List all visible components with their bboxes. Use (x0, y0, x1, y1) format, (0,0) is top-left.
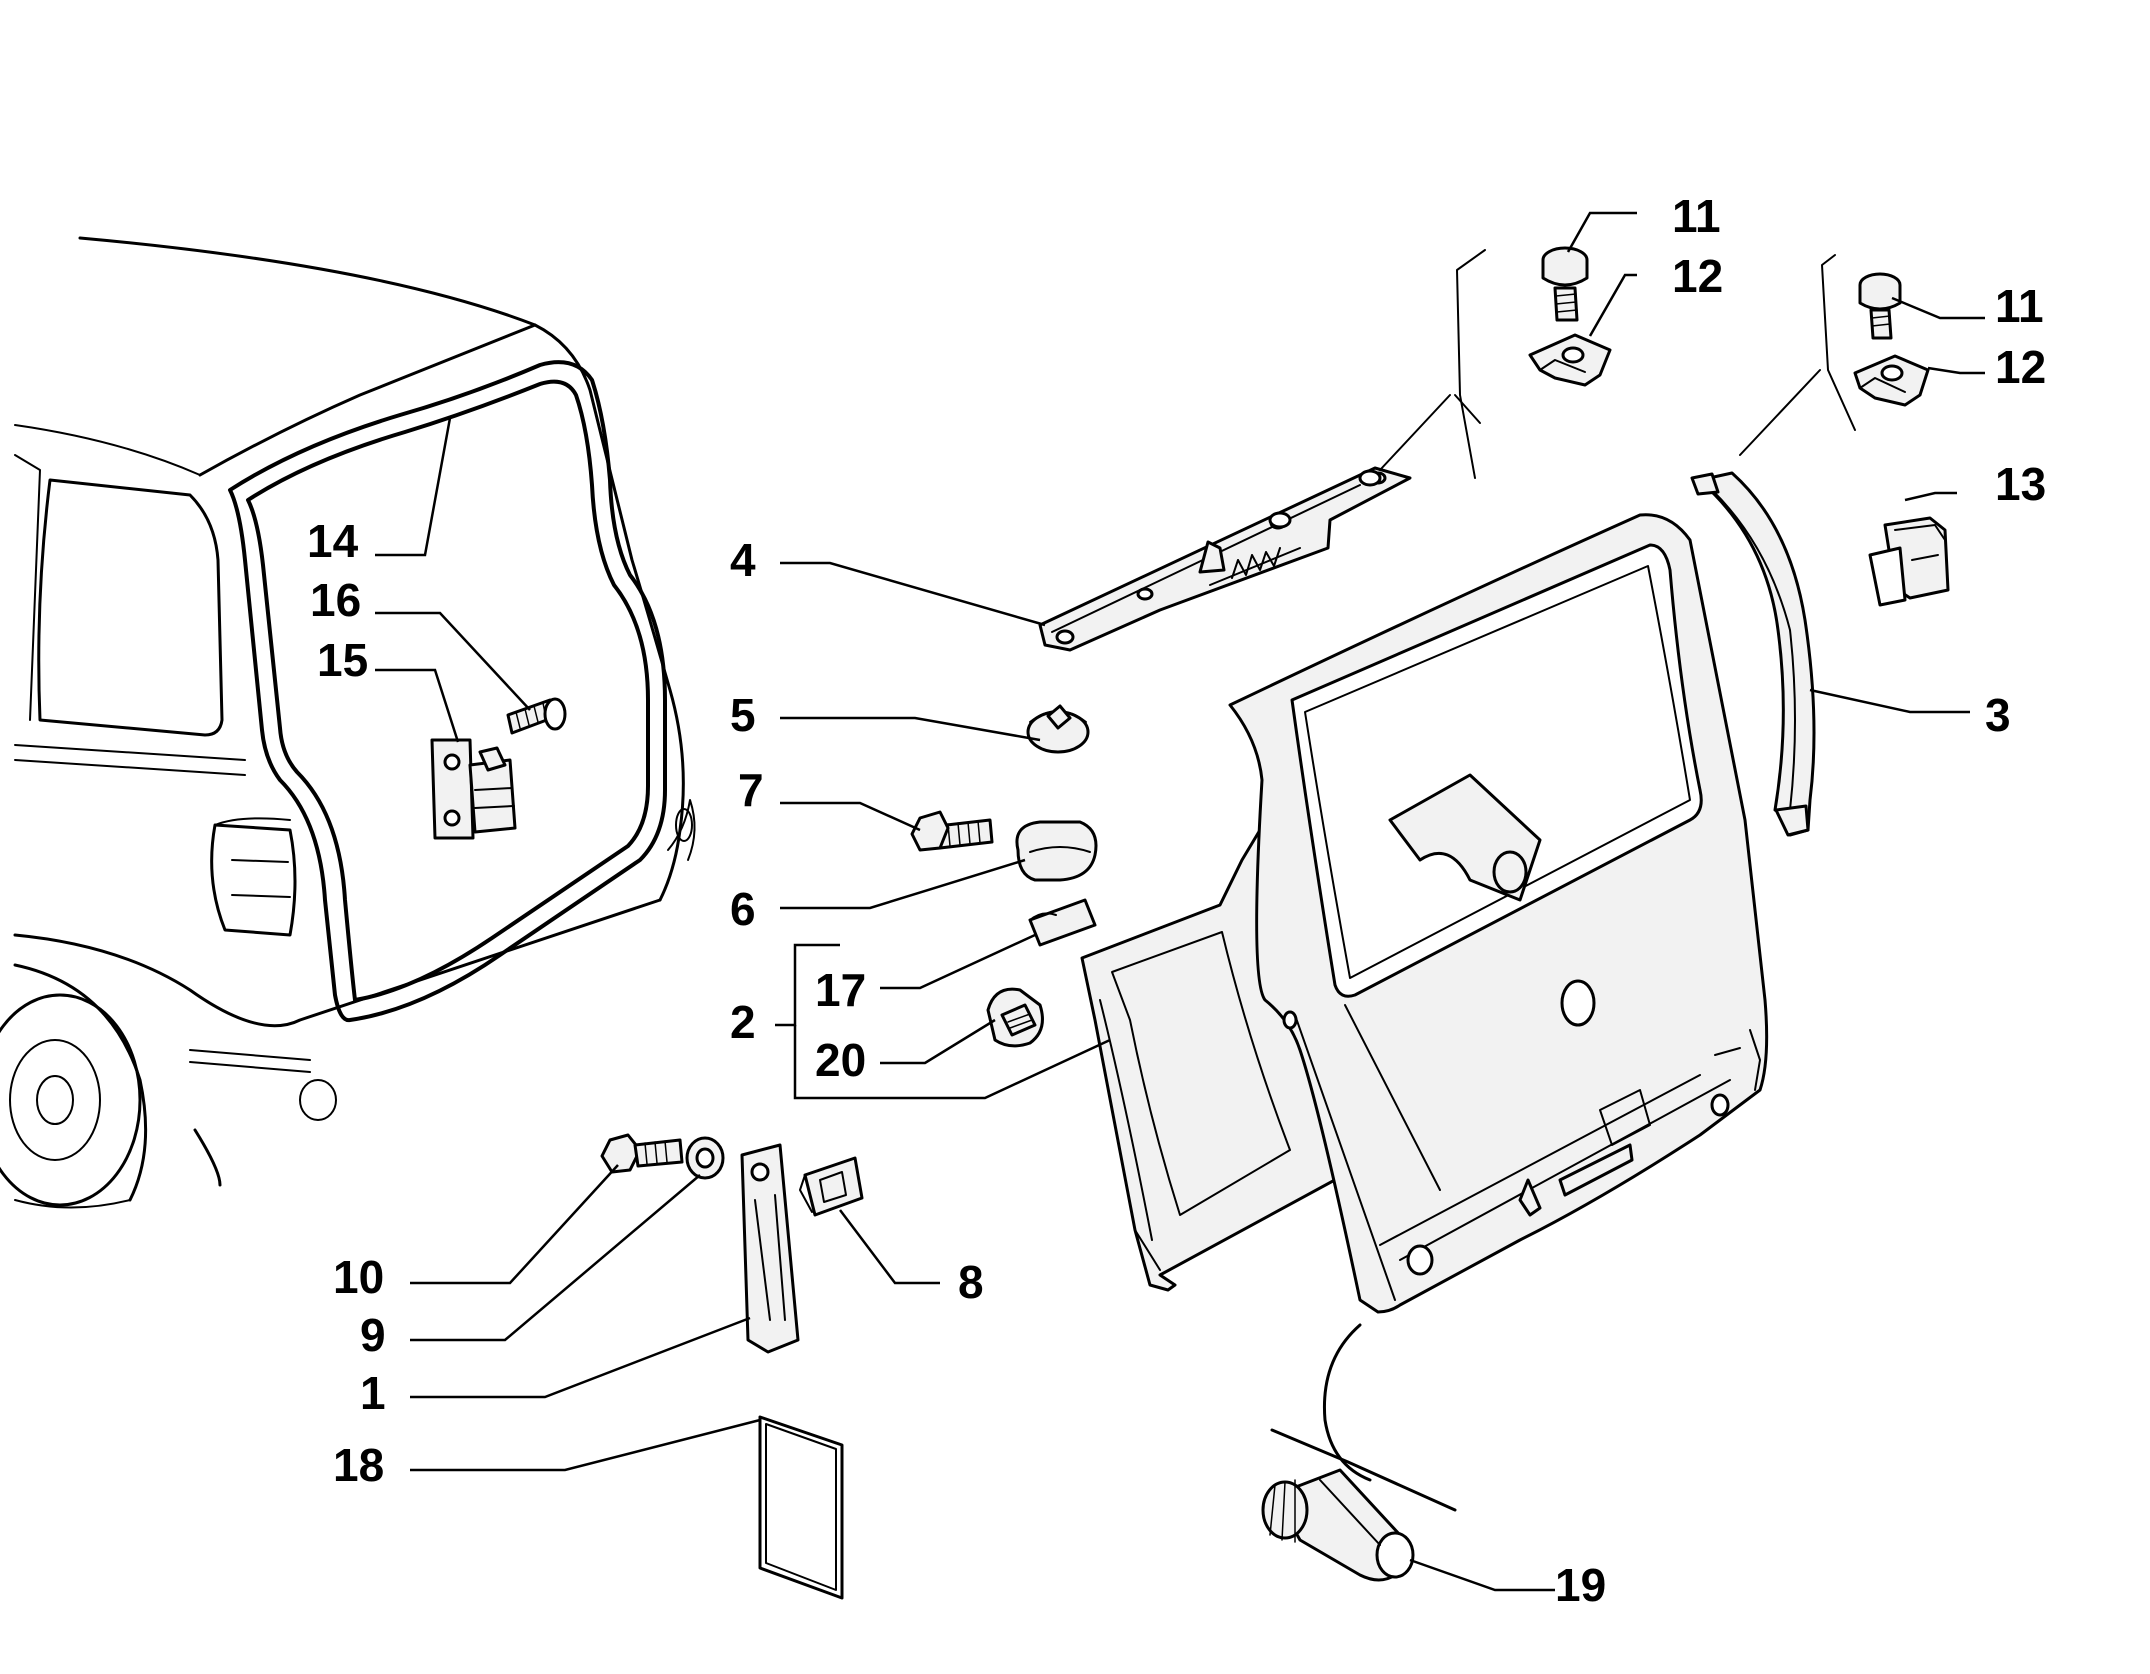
callout-16: 16 (310, 574, 361, 626)
callout-4: 4 (730, 534, 756, 586)
clip-nut-12-a (1528, 333, 1612, 387)
trim-strip-3 (1690, 471, 1816, 837)
connector-19 (1261, 1468, 1415, 1582)
callout-10: 10 (333, 1251, 384, 1303)
callout-12-right: 12 (1995, 341, 2046, 393)
callout-11-top: 11 (1672, 190, 1721, 242)
clip-17 (1028, 898, 1097, 947)
bolt-10 (600, 1133, 684, 1174)
car-body-illustration (0, 236, 696, 1209)
callout-labels: 11 12 11 12 13 3 4 5 7 6 17 2 20 8 10 9 … (307, 190, 2046, 1611)
callout-15: 15 (317, 634, 368, 686)
hinge-15 (430, 738, 517, 840)
leader-lines (375, 211, 1985, 1592)
bolt-11-a (1541, 246, 1589, 322)
callout-14: 14 (307, 515, 359, 567)
callout-2: 2 (730, 996, 756, 1048)
clip-13 (1868, 516, 1950, 607)
tailgate-seal-14 (228, 360, 667, 1023)
callout-20: 20 (815, 1034, 866, 1086)
clip-8 (799, 1156, 864, 1217)
washer-9 (685, 1136, 725, 1180)
grommet-20 (986, 987, 1044, 1048)
bump-stop-6 (1015, 820, 1098, 882)
callout-9: 9 (360, 1309, 386, 1361)
callout-7: 7 (738, 764, 764, 816)
pad-18 (758, 1415, 844, 1600)
callout-13: 13 (1995, 458, 2046, 510)
callout-18: 18 (333, 1439, 384, 1491)
bolt-11-b (1858, 272, 1902, 340)
plug-5 (1026, 704, 1090, 754)
bracket-4 (1038, 466, 1412, 652)
tailgate-shell (1228, 513, 1769, 1314)
clip-nut-12-b (1853, 354, 1930, 407)
callout-8: 8 (958, 1256, 984, 1308)
callout-3: 3 (1985, 689, 2011, 741)
check-strap-1 (740, 1143, 800, 1354)
callout-19: 19 (1555, 1559, 1606, 1611)
callout-5: 5 (730, 689, 756, 741)
callout-17: 17 (815, 964, 866, 1016)
bolt-16 (506, 697, 567, 735)
callout-11-right: 11 (1995, 280, 2044, 332)
cable (1270, 1323, 1457, 1512)
section-lines (1379, 249, 1856, 479)
callout-1: 1 (360, 1367, 386, 1419)
callout-12-top: 12 (1672, 250, 1723, 302)
callout-6: 6 (730, 883, 756, 935)
bolt-7 (910, 810, 994, 852)
